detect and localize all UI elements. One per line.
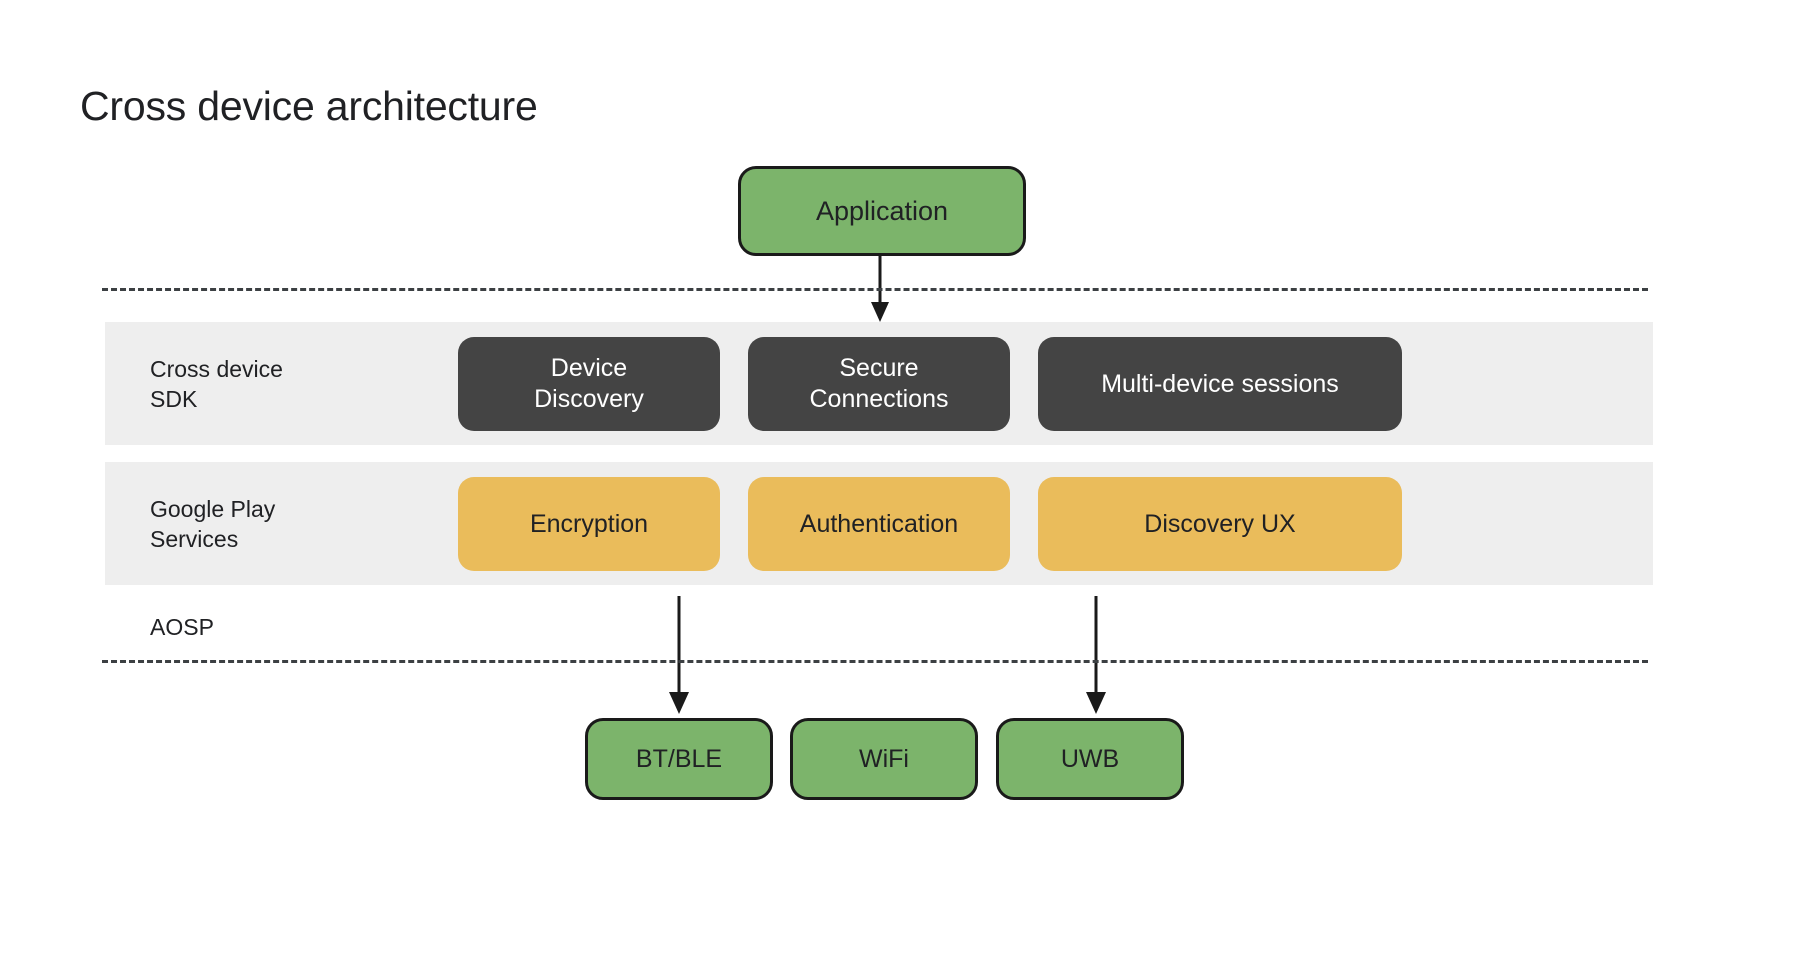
arrow-encryption-to-btble: [669, 596, 689, 714]
node-uwb[interactable]: UWB: [996, 718, 1184, 800]
layer-label-google-play-services: Google Play Services: [150, 496, 276, 552]
node-discovery-ux[interactable]: Discovery UX: [1038, 477, 1402, 571]
node-btble[interactable]: BT/BLE: [585, 718, 773, 800]
arrow-discovery-ux-to-uwb: [1086, 596, 1106, 714]
node-wifi[interactable]: WiFi: [790, 718, 978, 800]
layer-label-aosp: AOSP: [150, 614, 214, 640]
arrow-application-to-sdk: [871, 254, 889, 322]
node-multi-device-sessions[interactable]: Multi-device sessions: [1038, 337, 1402, 431]
node-secure-connections[interactable]: Secure Connections: [748, 337, 1010, 431]
node-device-discovery[interactable]: Device Discovery: [458, 337, 720, 431]
dashed-separator-bottom: [102, 660, 1648, 663]
node-authentication[interactable]: Authentication: [748, 477, 1010, 571]
dashed-separator-top: [102, 288, 1648, 291]
layer-label-cross-device-sdk: Cross device SDK: [150, 356, 283, 412]
page-title: Cross device architecture: [80, 83, 538, 129]
node-encryption[interactable]: Encryption: [458, 477, 720, 571]
node-application[interactable]: Application: [738, 166, 1026, 256]
